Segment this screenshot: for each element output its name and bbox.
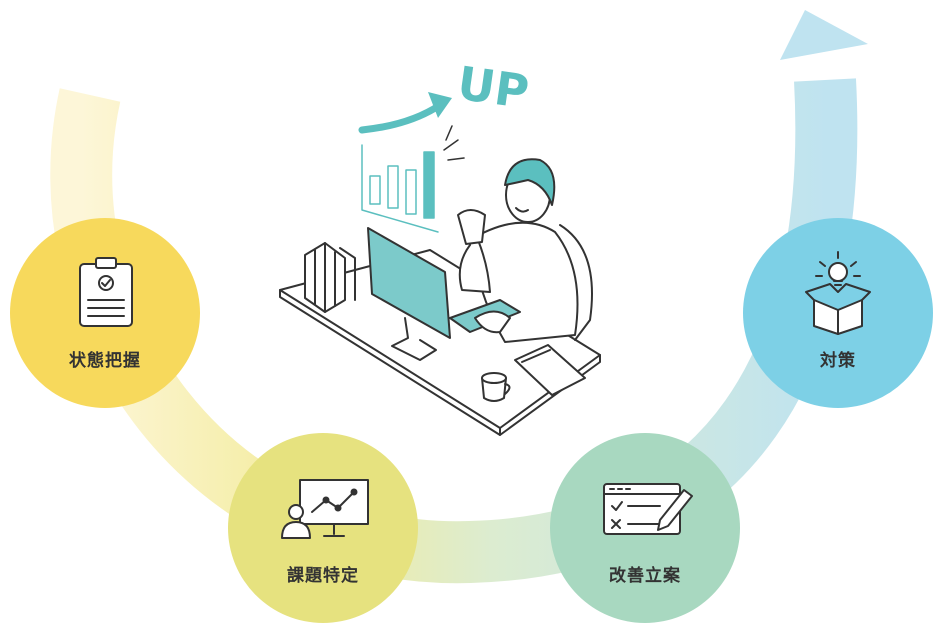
step-label-4: 対策: [820, 351, 856, 371]
clipboard-check-icon: [79, 257, 133, 327]
checklist-pencil-icon: [603, 483, 693, 535]
step-label-1: 状態把握: [69, 351, 141, 371]
bar-chart-icon: [361, 144, 439, 233]
cycle-arrow-head: [780, 10, 868, 60]
step-label-3: 改善立案: [609, 566, 681, 586]
monitor-icon: [367, 227, 451, 361]
mug-icon: [481, 372, 511, 402]
up-headline: UP: [454, 56, 532, 119]
step-circle-2: [228, 433, 418, 623]
presentation-chart-icon: [281, 479, 369, 539]
step-label-2: 課題特定: [287, 566, 359, 586]
books-icon: [304, 242, 356, 313]
office-worker-illustration: [279, 92, 601, 436]
lightbulb-box-icon: [805, 251, 871, 335]
